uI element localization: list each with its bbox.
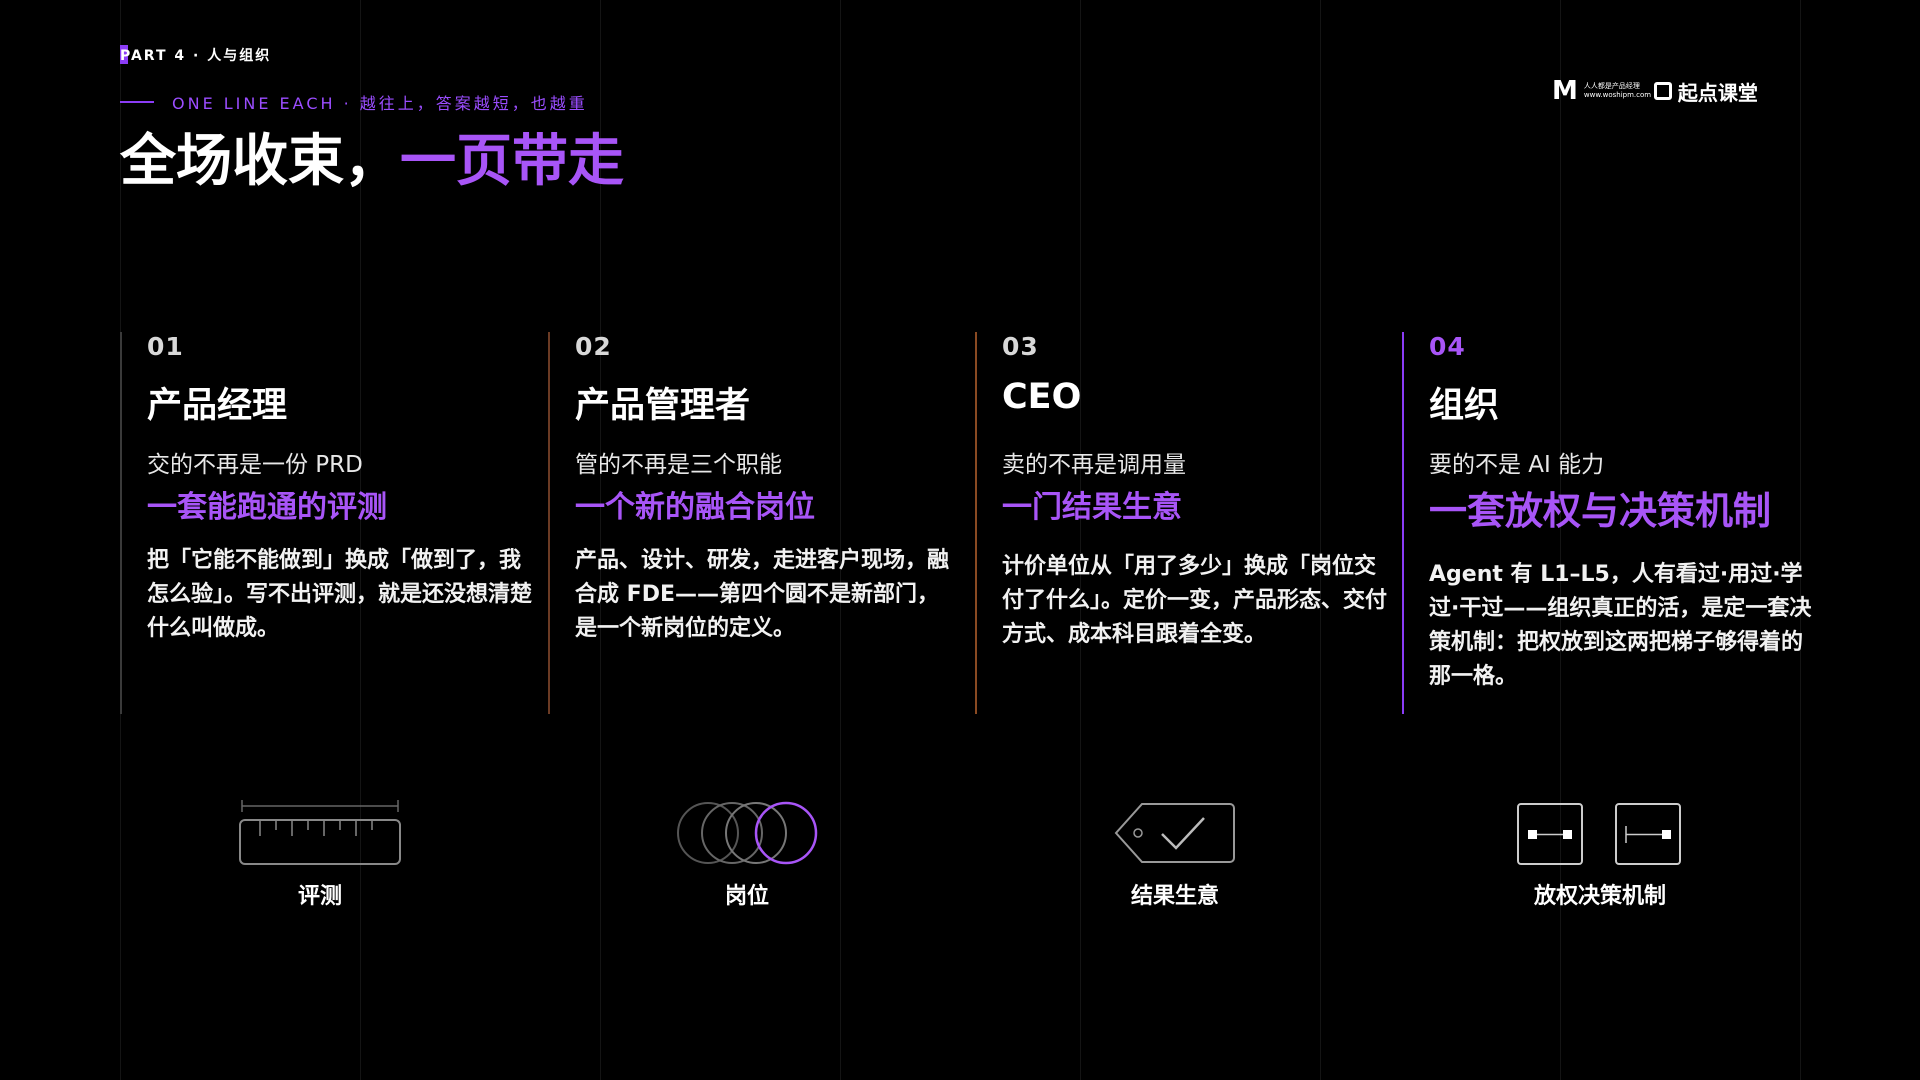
part-label: PART 4 · 人与组织 [120,45,271,64]
column-body: 产品、设计、研发，走进客户现场，融合成 FDE——第四个圆不是新部门，是一个新岗… [575,548,950,641]
tag-check-icon [1114,803,1235,863]
column-heading: 产品管理者 [575,386,751,426]
column-key: 一套放权与决策机制 [1429,489,1772,533]
column-number: 02 [575,332,612,361]
logo-small-line1: 人人都是产品经理 [1583,82,1640,90]
circles-icon [677,801,818,865]
column-lead: 要的不是 AI 能力 [1429,452,1605,478]
column-heading: CEO [1002,377,1082,417]
column-heading: 产品经理 [147,386,288,426]
icon-caption: 结果生意 [1130,884,1219,909]
column-2: 02 产品管理者 管的不再是三个职能 一个新的融合岗位 产品、设计、研发，走进客… [548,332,956,714]
column-4: 04 组织 要的不是 AI 能力 一套放权与决策机制 Agent 有 L1–L5… [1402,332,1811,714]
icon-caption: 岗位 [724,884,769,909]
slider-boxes-icon [1517,803,1681,865]
column-key: 一个新的融合岗位 [575,490,815,525]
logo-small-text: 人人都是产品经理 www.woshipm.com [1583,82,1652,100]
column-body: 计价单位从「用了多少」换成「岗位交付了什么」。定价一变，产品形态、交付方式、成本… [1002,554,1388,647]
column-3: 03 CEO 卖的不再是调用量 一门结果生意 计价单位从「用了多少」换成「岗位交… [975,332,1387,714]
subline-dash [120,101,154,103]
ruler-icon [239,800,401,865]
column-number: 04 [1429,332,1466,361]
column-lead: 卖的不再是调用量 [1002,452,1186,478]
column-key: 一门结果生意 [1002,490,1182,525]
subline-text: ONE LINE EACH · 越往上，答案越短，也越重 [172,94,588,113]
column-1: 01 产品经理 交的不再是一份 PRD 一套能跑通的评测 把「它能不能做到」换成… [120,332,532,714]
part-marker [120,45,128,64]
logo-square-icon [1653,82,1672,100]
subline: ONE LINE EACH · 越往上，答案越短，也越重 [120,90,588,114]
icon-caption: 评测 [297,884,342,909]
column-heading: 组织 [1429,386,1500,426]
title-highlight: 一页带走 [400,129,624,194]
logo: M 人人都是产品经理 www.woshipm.com 起点课堂 [1552,76,1758,106]
logo-mark: M [1552,76,1578,106]
title-main: 全场收束， [120,129,400,194]
column-body: 把「它能不能做到」换成「做到了，我怎么验」。写不出评测，就是还没想清楚什么叫做成… [147,548,533,641]
column-lead: 管的不再是三个职能 [575,452,782,478]
logo-brand: 起点课堂 [1677,80,1758,105]
icon-caption: 放权决策机制 [1533,884,1666,909]
column-number: 03 [1002,332,1039,361]
page-title: 全场收束，一页带走 [120,126,624,198]
part-text: PART 4 · 人与组织 [120,47,272,64]
logo-small-line2: www.woshipm.com [1583,91,1652,99]
column-lead: 交的不再是一份 PRD [147,452,363,478]
column-number: 01 [147,332,184,361]
column-body: Agent 有 L1–L5，人有看过·用过·学过·干过——组织真正的活，是定一套… [1429,562,1812,689]
column-key: 一套能跑通的评测 [147,490,387,525]
